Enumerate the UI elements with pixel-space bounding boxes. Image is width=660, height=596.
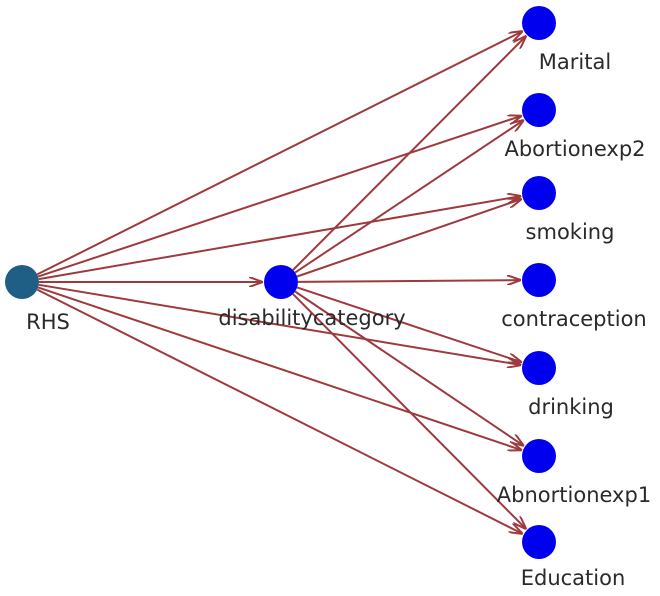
edge-rhs-to-education: [36, 288, 522, 534]
node-label-abnortionexp1: Abnortionexp1: [497, 483, 651, 507]
node-abnortionexp1[interactable]: [522, 439, 556, 473]
node-drinking[interactable]: [522, 351, 556, 385]
node-label-smoking: smoking: [526, 220, 615, 244]
node-disabilitycategory[interactable]: [264, 265, 298, 299]
node-label-marital: Marital: [539, 50, 611, 74]
node-label-drinking: drinking: [528, 395, 614, 419]
edge-disabilitycategory-to-smoking: [296, 199, 521, 278]
edges-layer: [36, 32, 526, 534]
node-label-education: Education: [521, 566, 626, 590]
edge-disabilitycategory-to-drinking: [296, 286, 521, 362]
node-rhs[interactable]: [5, 265, 39, 299]
nodes-layer: [5, 6, 556, 559]
node-label-contraception: contraception: [501, 307, 646, 331]
node-abortionexp2[interactable]: [522, 93, 556, 127]
edge-rhs-to-drinking: [38, 283, 521, 365]
edge-disabilitycategory-to-abortionexp2: [294, 121, 523, 274]
edge-disabilitycategory-to-contraception: [297, 280, 520, 282]
node-marital[interactable]: [522, 6, 556, 40]
node-smoking[interactable]: [522, 176, 556, 210]
node-contraception[interactable]: [522, 263, 556, 297]
edge-disabilitycategory-to-education: [292, 293, 526, 528]
labels-layer: RHS disabilitycategory MaritalAbortionexp2…: [26, 50, 651, 590]
edge-rhs-to-smoking: [38, 196, 521, 281]
node-label-disabilitycategory: disabilitycategory: [218, 306, 405, 330]
edge-disabilitycategory-to-abnortionexp1: [294, 290, 523, 446]
edge-rhs-to-abnortionexp1: [37, 286, 521, 450]
edge-rhs-to-abortionexp2: [37, 116, 521, 278]
node-education[interactable]: [522, 525, 556, 559]
edge-rhs-to-marital: [36, 32, 522, 276]
node-label-abortionexp2: Abortionexp2: [504, 137, 645, 161]
node-label-rhs: RHS: [26, 310, 70, 334]
edge-disabilitycategory-to-marital: [292, 37, 526, 271]
